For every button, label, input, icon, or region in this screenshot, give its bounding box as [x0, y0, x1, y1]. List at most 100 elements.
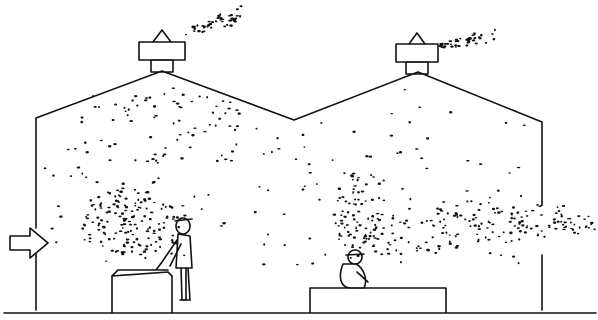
particle-right-plume [343, 226, 346, 229]
particle-interior [336, 199, 339, 202]
particle-interior [283, 244, 286, 247]
particle-right-plume [425, 219, 428, 222]
particle-left-cloud [171, 241, 175, 244]
particle-right-plume [407, 241, 410, 244]
particle-left-cloud [132, 241, 136, 244]
particle-left-cloud [116, 189, 120, 192]
particle-interior [516, 166, 521, 169]
particle-right-column [360, 190, 365, 193]
particle-right-plume [557, 210, 561, 213]
particle-interior [512, 255, 516, 258]
particle-right-plume [443, 218, 446, 221]
particle-right-column [351, 214, 354, 217]
particle-right-plume [387, 252, 391, 255]
particle-interior [318, 198, 321, 201]
particle-interior [150, 243, 153, 247]
particle-right-plume [438, 247, 441, 251]
particle-exhaust-right [439, 42, 443, 45]
particle-left-cloud [162, 203, 165, 206]
particle-interior [477, 208, 481, 211]
particle-interior [301, 188, 305, 191]
particle-right-plume [349, 256, 352, 259]
particle-interior [522, 124, 526, 127]
particle-interior [69, 175, 73, 178]
particle-interior [390, 112, 393, 115]
particle-right-plume [337, 225, 340, 227]
particle-right-column [347, 234, 350, 237]
particle-interior [83, 224, 86, 227]
particle-left-cloud [108, 191, 111, 194]
particle-left-cloud [144, 248, 148, 251]
particle-interior [415, 148, 419, 150]
particle-left-cloud [88, 233, 92, 236]
particle-left-cloud [148, 217, 152, 221]
particle-right-plume [583, 218, 586, 220]
particle-left-cloud [114, 195, 117, 198]
particle-left-cloud [121, 187, 125, 190]
particle-interior [182, 254, 186, 257]
particle-interior [66, 148, 70, 151]
particle-interior [448, 240, 451, 243]
particle-left-attic [215, 159, 219, 163]
particle-right-column [340, 214, 343, 216]
particle-interior [308, 171, 312, 174]
particle-left-cloud [165, 215, 169, 218]
particle-interior [399, 150, 402, 154]
particle-right-plume [468, 219, 471, 223]
particle-left-attic [224, 112, 227, 115]
particle-exhaust-left [202, 26, 206, 29]
particle-left-cloud [162, 226, 166, 230]
particle-left-attic [153, 116, 156, 119]
particle-left-cloud [91, 221, 95, 223]
particle-left-cloud [119, 190, 123, 193]
particle-right-plume [569, 221, 572, 224]
particle-exhaust-left [229, 14, 234, 17]
particle-left-cloud [115, 250, 120, 252]
particle-exhaust-left [197, 29, 201, 33]
particle-left-cloud [126, 230, 130, 233]
particle-right-column [382, 227, 386, 229]
particle-left-cloud [86, 214, 90, 216]
particle-interior [499, 254, 503, 257]
particle-interior [200, 208, 203, 211]
particle-interior [120, 212, 125, 215]
particle-right-column [352, 188, 356, 190]
particle-exhaust-right [473, 33, 476, 36]
particle-left-cloud [147, 237, 150, 240]
particle-interior [50, 227, 54, 230]
particle-right-plume [547, 224, 551, 227]
particle-right-plume [370, 198, 374, 201]
particle-right-plume [442, 226, 445, 229]
particle-right-column [364, 183, 368, 186]
particle-left-cloud [105, 211, 109, 214]
particle-interior [496, 189, 500, 192]
particle-right-plume [398, 221, 402, 223]
particle-left-attic [134, 95, 138, 98]
particle-right-plume [520, 216, 523, 218]
particle-right-plume [399, 236, 403, 240]
particle-left-cloud [96, 216, 100, 219]
particle-right-column [337, 238, 341, 240]
particle-right-plume [552, 221, 557, 224]
particle-left-cloud [136, 208, 139, 211]
particle-right-plume [471, 218, 475, 221]
particle-left-attic [126, 114, 129, 117]
particle-exhaust-left [223, 25, 227, 28]
particle-interior [151, 181, 154, 184]
particle-interior [425, 167, 429, 170]
particle-interior [144, 256, 147, 260]
particle-right-plume [497, 235, 501, 238]
particle-left-cloud [133, 223, 137, 226]
particle-interior [509, 232, 513, 235]
particle-left-cloud [124, 206, 129, 209]
particle-interior [80, 120, 84, 124]
particle-left-attic [237, 112, 241, 115]
particle-right-plume [392, 214, 395, 217]
particle-right-column [347, 202, 351, 205]
particle-right-column [371, 245, 376, 248]
particle-left-attic [235, 109, 239, 111]
particle-right-plume [415, 249, 418, 252]
particle-interior [193, 127, 197, 129]
particle-left-cloud [97, 195, 101, 199]
particle-right-plume [395, 249, 398, 252]
